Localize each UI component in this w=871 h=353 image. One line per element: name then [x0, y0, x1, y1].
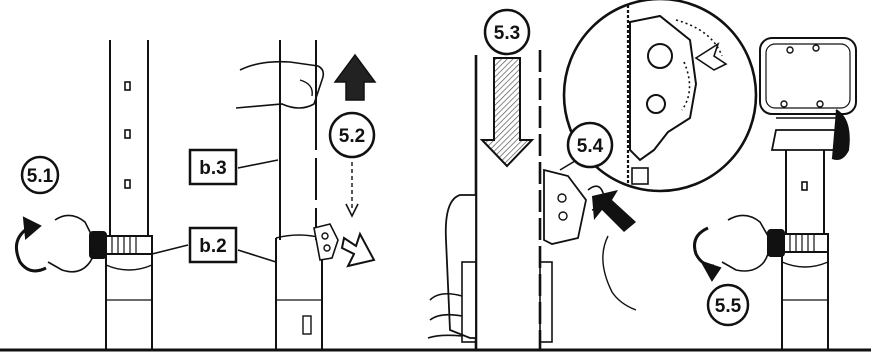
arrow-up-icon: [335, 55, 375, 100]
panel-step-5-1: [16, 40, 152, 350]
step-label-5-4: 5.4: [577, 136, 604, 157]
panel-step-5-3: [428, 0, 756, 350]
tube-hole: [125, 82, 130, 90]
arrow-down-icon: [482, 58, 532, 166]
tube-hole: [125, 180, 130, 188]
step-label-5-1: 5.1: [27, 166, 54, 187]
step-label-5-3: 5.3: [494, 23, 520, 44]
hand: [48, 215, 95, 271]
step-label-5-2: 5.2: [339, 126, 365, 147]
hand: [722, 215, 769, 271]
part-label-b2: b.2: [199, 236, 226, 257]
clamp-knob: [768, 230, 784, 256]
rotate-arrow-icon: [695, 228, 715, 266]
tube-hole: [125, 130, 130, 138]
mounting-plate: [760, 38, 856, 114]
tube-hole: [802, 182, 807, 190]
latch: [314, 224, 338, 260]
pointer-arrow-icon: [592, 190, 636, 232]
step-label-5-5: 5.5: [715, 296, 742, 317]
part-label-b3: b.3: [199, 158, 226, 179]
pointer-arrow-icon: [342, 234, 374, 266]
